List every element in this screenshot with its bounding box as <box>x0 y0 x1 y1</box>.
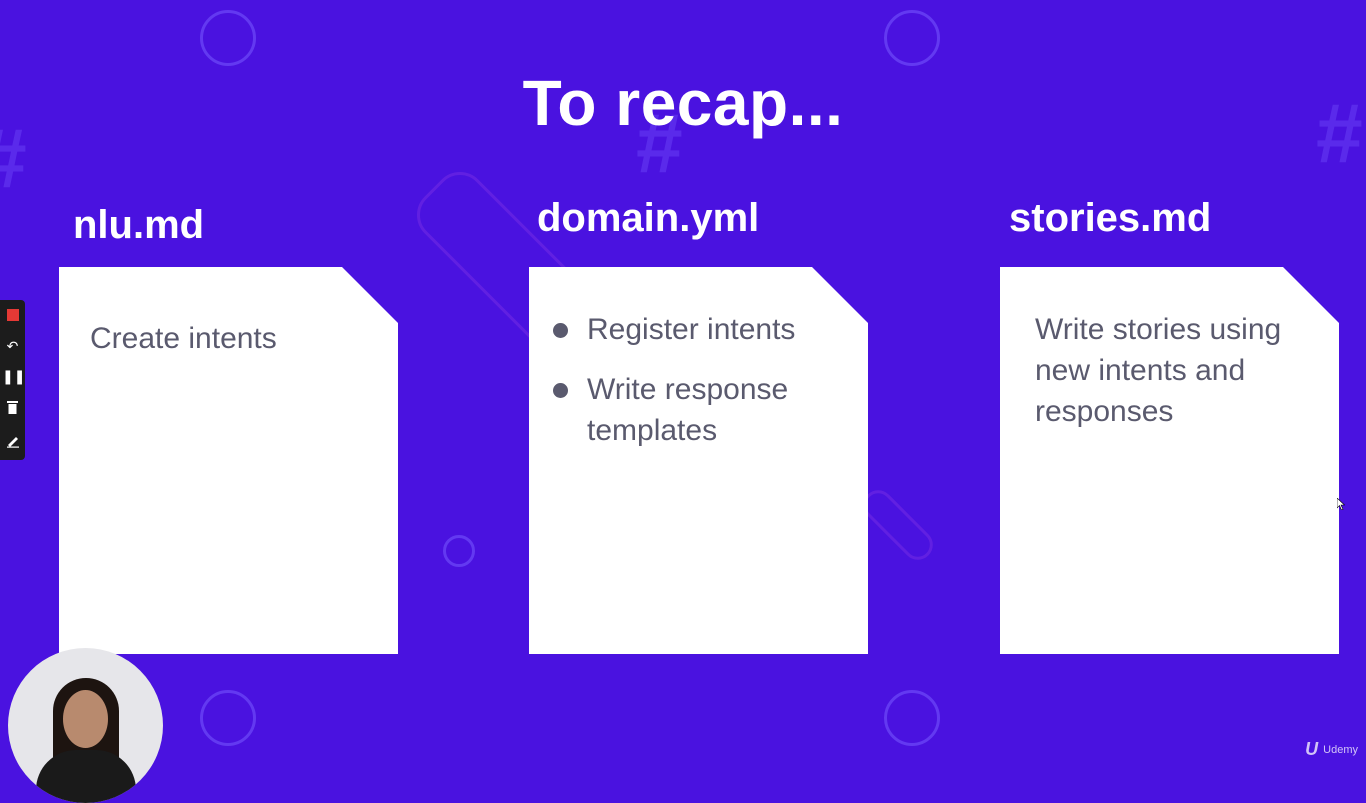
pen-icon <box>6 437 19 448</box>
recorder-toolbar: ↶ ❚❚ <box>0 300 25 460</box>
card-text: Write stories using new intents and resp… <box>1035 313 1282 428</box>
list-item-text: Register intents <box>587 313 796 346</box>
card-text: Create intents <box>90 322 277 355</box>
decorative-hash-icon: # <box>1316 86 1363 180</box>
document-card-domain: Register intents Write response template… <box>529 267 868 654</box>
list-item: Write response templates <box>529 369 829 451</box>
decorative-circle <box>884 10 940 66</box>
udemy-logo-icon: U <box>1305 739 1319 759</box>
document-card-stories: Write stories using new intents and resp… <box>1000 267 1339 654</box>
slide-title: To recap... <box>522 67 844 139</box>
presenter-face <box>63 690 108 748</box>
decorative-circle <box>200 690 256 746</box>
bullet-icon <box>553 323 568 338</box>
column-heading-stories: stories.md <box>1009 196 1212 240</box>
pause-icon: ❚❚ <box>2 368 26 384</box>
mouse-cursor-icon <box>1337 498 1345 510</box>
record-stop-icon <box>6 309 19 321</box>
undo-button[interactable]: ↶ <box>2 335 23 357</box>
column-heading-domain: domain.yml <box>537 196 760 240</box>
list-item-text: Write response templates <box>587 373 789 447</box>
pause-button[interactable]: ❚❚ <box>2 365 26 387</box>
bullet-icon <box>553 383 568 398</box>
undo-icon: ↶ <box>6 338 19 354</box>
document-card-nlu: Create intents <box>59 267 398 654</box>
decorative-hash-icon: # <box>0 110 27 207</box>
list-item: Register intents <box>529 309 829 350</box>
bullet-list: Register intents Write response template… <box>529 309 829 470</box>
decorative-circle <box>200 10 256 66</box>
record-stop-button[interactable] <box>2 304 23 326</box>
udemy-watermark: U Udemy <box>1305 739 1358 760</box>
udemy-logo-text: Udemy <box>1323 743 1358 756</box>
decorative-circle <box>884 690 940 746</box>
slide: # # # To recap... nlu.md domain.yml stor… <box>0 10 1363 746</box>
delete-button[interactable] <box>2 396 23 418</box>
presenter-body <box>36 750 136 803</box>
decorative-circle <box>443 535 475 567</box>
trash-icon <box>7 401 18 414</box>
presenter-webcam <box>8 648 163 803</box>
pen-button[interactable] <box>2 430 23 452</box>
decorative-hash-icon: # <box>636 96 683 190</box>
column-heading-nlu: nlu.md <box>73 203 205 247</box>
decorative-pill <box>856 483 940 567</box>
